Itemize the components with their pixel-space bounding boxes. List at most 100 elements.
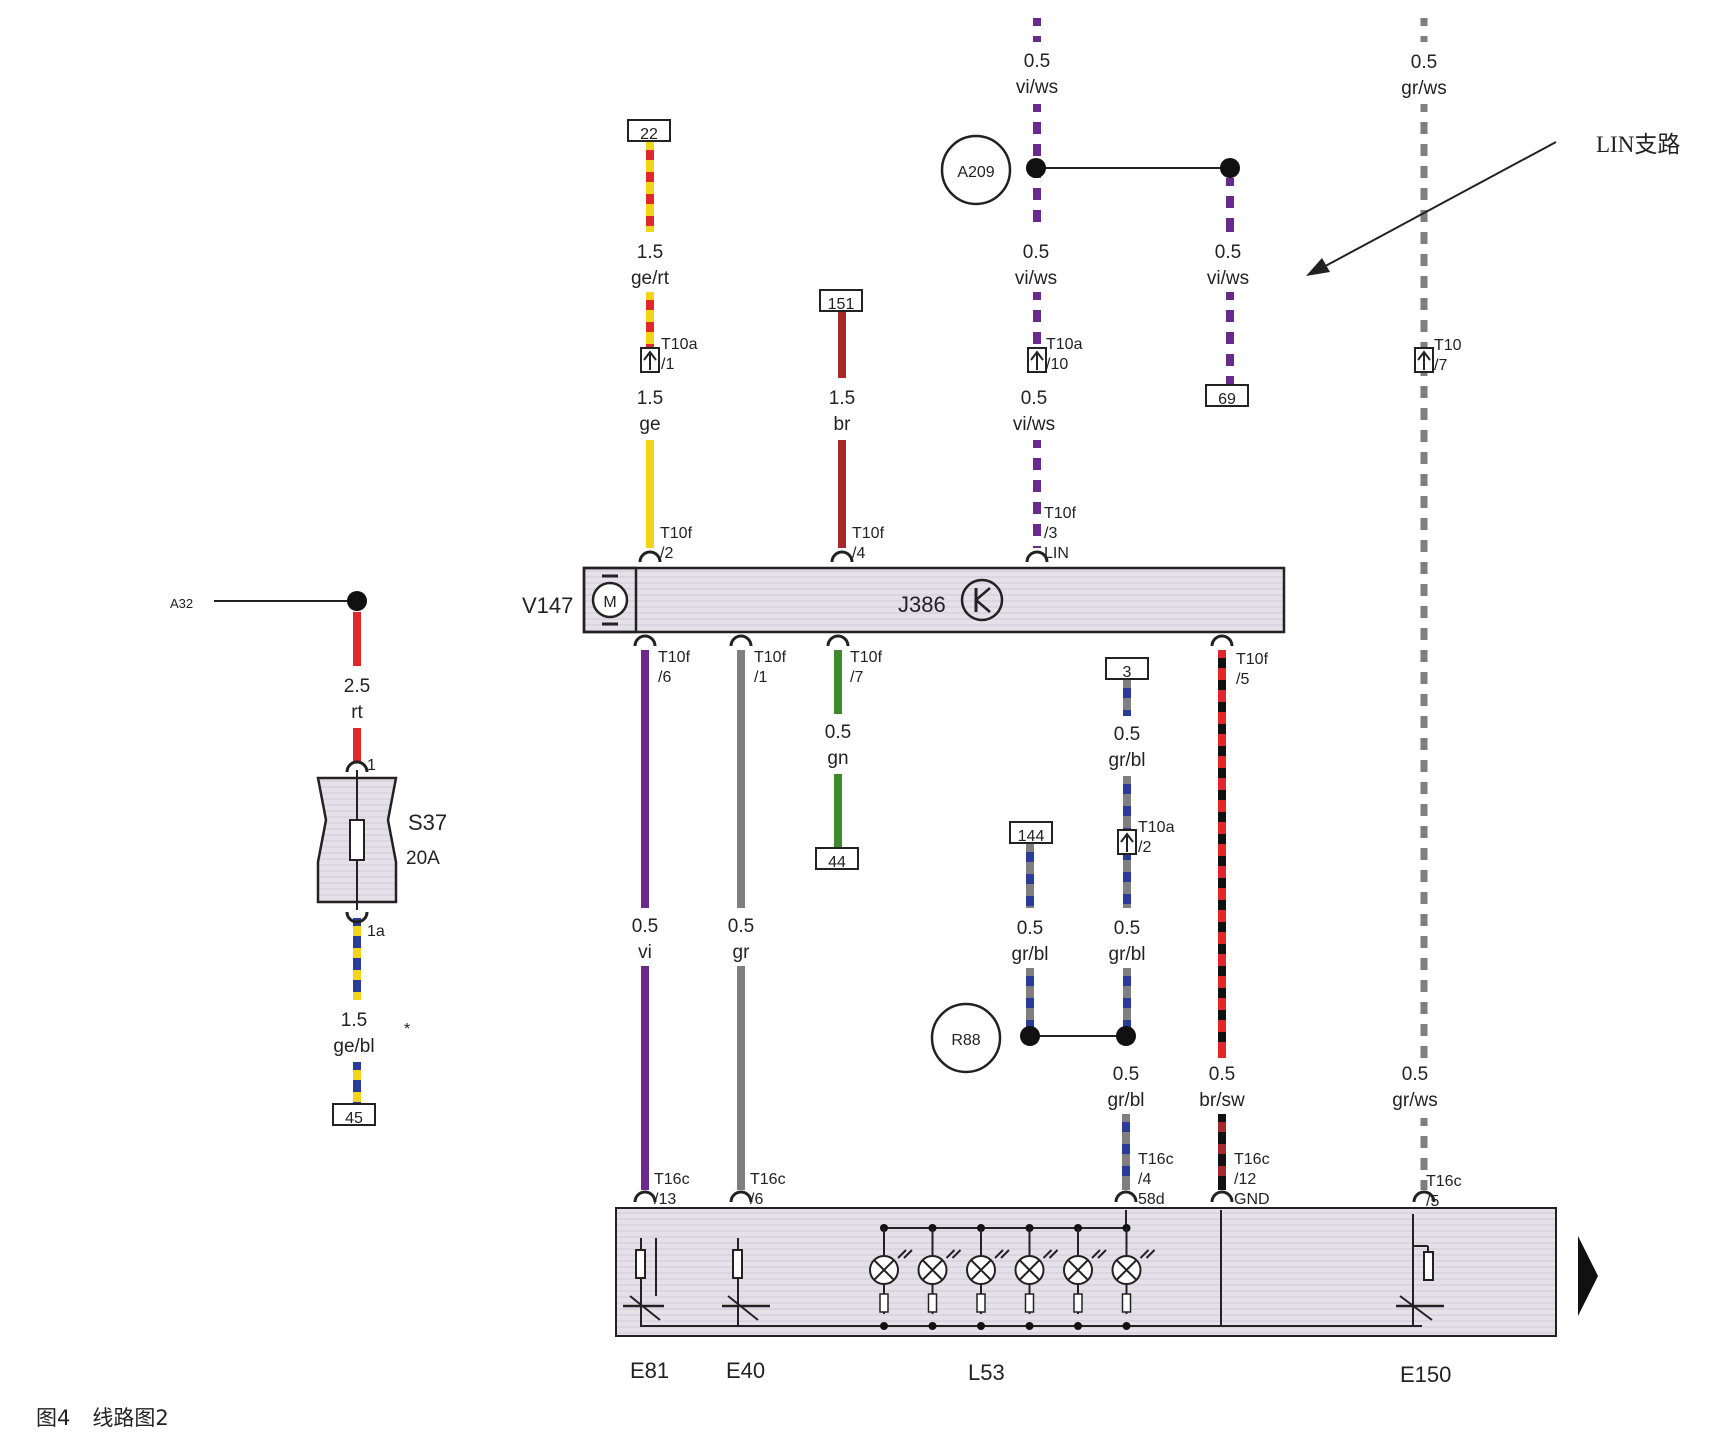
svg-text:T10f: T10f [660,525,693,542]
figure-number: 图4 [36,1406,71,1430]
svg-text:T16c: T16c [1234,1151,1270,1168]
ref-144: 144 [1009,821,1053,845]
v147-motor-box [582,566,638,634]
e81-switch-icon [623,1238,664,1326]
svg-text:2.5: 2.5 [344,676,370,697]
wire-br-sw-lower [1218,1114,1226,1190]
lamp-bulb-icon [966,1224,1010,1330]
annotation-arrow-head [1306,258,1330,276]
svg-text:T10f: T10f [1044,505,1077,522]
e150-label: E150 [1400,1362,1451,1387]
annotation-arrow-line [1317,141,1557,271]
t10f-1-cup-icon [729,634,753,647]
lamp-bulb-icon [917,1224,962,1330]
ground-references: 22 151 69 3 144 44 45 [332,119,1249,1127]
svg-text:3: 3 [1123,664,1132,681]
svg-text:T10f: T10f [850,649,883,666]
t16c-12-cup-icon [1210,1190,1234,1203]
svg-text:/3: /3 [1044,525,1057,542]
wire-gr-lower [737,966,745,1190]
svg-text:T10f: T10f [852,525,885,542]
wire-labels: 1.5 ge/rt 1.5 ge 1.5 br 0.5 vi/ws 0.5 vi… [333,51,1446,1111]
t10a-1-plug-icon [640,347,660,373]
svg-text:GND: GND [1234,1191,1270,1208]
svg-text:vi/ws: vi/ws [1207,268,1249,289]
wire-vi-ws-top [1033,18,1041,42]
s37-label: S37 [408,810,447,835]
wire-gr-ws-bottom [1420,1118,1428,1190]
svg-text:/7: /7 [1434,357,1447,374]
svg-text:T10a: T10a [1046,336,1083,353]
svg-text:1.5: 1.5 [341,1010,367,1031]
t10-7-plug-icon [1414,347,1434,373]
svg-text:vi/ws: vi/ws [1013,414,1055,435]
svg-text:gn: gn [827,748,848,769]
wire-rt-bottom [353,728,361,762]
svg-text:gr/ws: gr/ws [1392,1090,1437,1111]
v147-label: V147 [522,593,573,618]
t16c-5-cup-icon [1412,1190,1436,1203]
svg-text:/2: /2 [1138,839,1151,856]
wire-rt-top [353,612,361,666]
e40-switch-icon [722,1238,770,1326]
svg-text:0.5: 0.5 [1114,724,1140,745]
wire-ge-rt-top [646,142,654,232]
wire-vi-ws-low [1033,440,1041,548]
svg-text:rt: rt [351,702,363,723]
svg-text:/13: /13 [654,1191,676,1208]
a209-splice-circle [940,134,1012,206]
wire-gr-upper [737,650,745,908]
svg-text:T10a: T10a [1138,819,1175,836]
svg-text:/6: /6 [750,1191,763,1208]
svg-text:/4: /4 [852,545,865,562]
lamp-bulb-icon [1111,1224,1156,1330]
svg-text:ge: ge [639,414,660,435]
svg-text:T16c: T16c [750,1171,786,1188]
svg-text:*: * [404,1021,410,1038]
svg-text:gr/ws: gr/ws [1401,78,1446,99]
svg-text:69: 69 [1218,391,1236,408]
wire-gr-bl-144 [1026,844,1034,908]
svg-text:1a: 1a [367,923,385,940]
svg-text:/2: /2 [660,545,673,562]
wire-vi-ws-branch [1226,178,1234,232]
svg-text:0.5: 0.5 [1411,52,1437,73]
svg-text:1.5: 1.5 [829,388,855,409]
svg-text:0.5: 0.5 [1209,1064,1235,1085]
connector-labels: T10a /1 T10a /10 T10 /7 T10f /2 T10f /4 … [367,336,1462,1210]
figure-title: 线路图2 [92,1406,169,1430]
svg-text:0.5: 0.5 [1114,918,1140,939]
svg-text:ge/bl: ge/bl [333,1036,374,1057]
svg-text:/5: /5 [1426,1193,1439,1210]
svg-text:gr/bl: gr/bl [1012,944,1049,965]
t10f-2-cup-icon [638,550,662,563]
wires-layer [353,18,1428,1190]
svg-text:0.5: 0.5 [825,722,851,743]
lamp-bulb-icon [1063,1224,1107,1330]
s37-fuse-symbol [316,770,398,910]
svg-text:/12: /12 [1234,1171,1256,1188]
svg-text:/5: /5 [1236,671,1249,688]
t16c-4-cup-icon [1114,1190,1138,1203]
svg-text:T10f: T10f [754,649,787,666]
t10a-10-plug-icon [1027,347,1047,373]
svg-text:151: 151 [828,296,855,313]
wire-vi-upper [641,650,649,908]
svg-text:0.5: 0.5 [1024,51,1050,72]
svg-text:M: M [603,594,616,611]
svg-text:gr: gr [733,942,751,963]
svg-text:/7: /7 [850,669,863,686]
svg-text:45: 45 [345,1110,363,1127]
wire-ge-bl-bottom [353,1062,361,1104]
lamp-bulb-icon [869,1224,913,1330]
svg-text:vi: vi [638,942,652,963]
wire-ge-bl-top [353,918,361,1000]
l53-label: L53 [968,1360,1005,1385]
svg-text:T10a: T10a [661,336,698,353]
s37-pin1-cup-icon [345,760,369,773]
ref-44: 44 [815,847,859,871]
svg-text:144: 144 [1018,828,1045,845]
ref-45: 45 [332,1103,376,1127]
svg-text:0.5: 0.5 [1021,388,1047,409]
t16c-6-cup-icon [729,1190,753,1203]
